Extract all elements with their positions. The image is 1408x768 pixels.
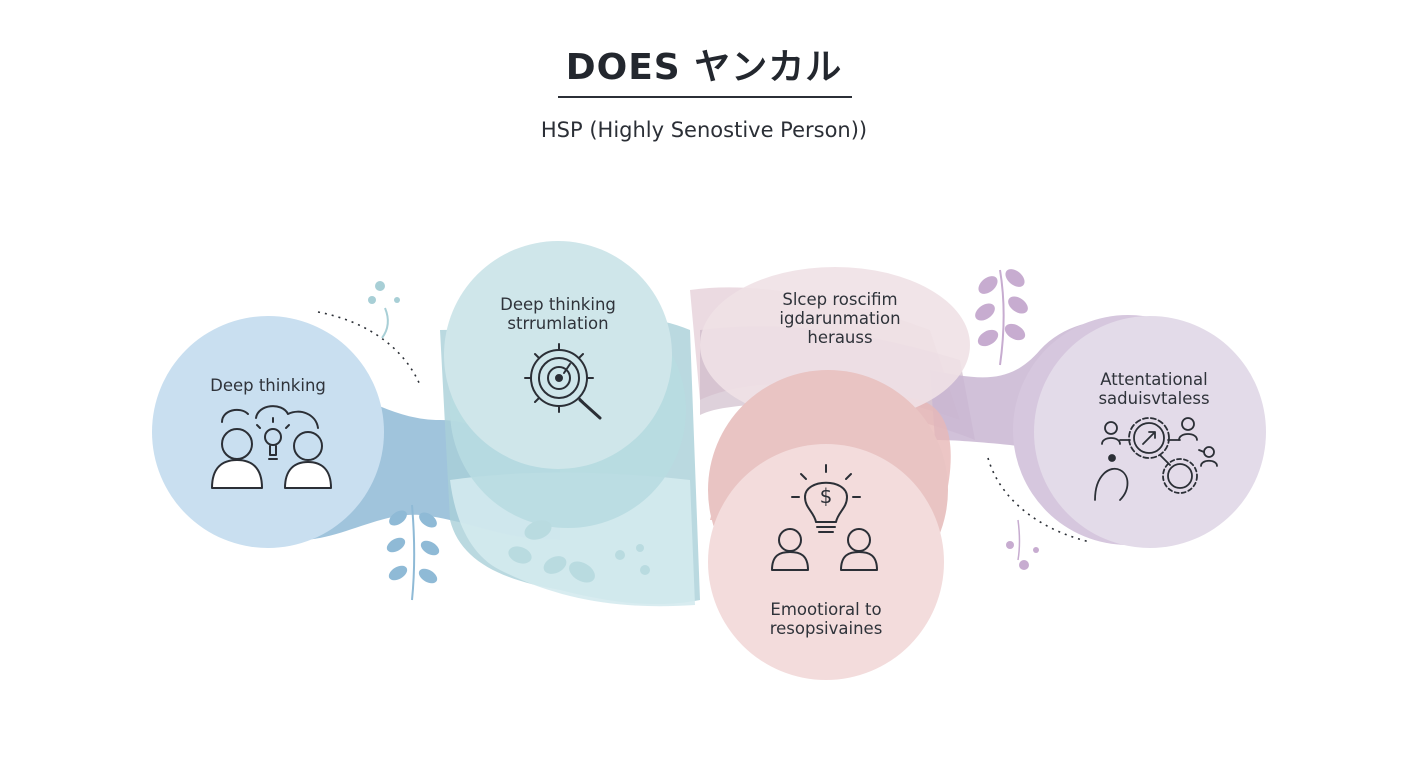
page-title: DOES ヤンカル — [565, 47, 843, 88]
lavender-dots-icon — [1006, 519, 1039, 570]
blue-leaf-sprig-icon — [386, 504, 440, 601]
dotted-arc-right — [987, 457, 1091, 543]
teal-leaves-icon — [508, 520, 650, 583]
node-5-label-line: Attentational — [1100, 370, 1208, 389]
node-2-label-line: Deep thinking — [500, 295, 616, 314]
svg-text:$: $ — [820, 484, 833, 508]
title-underline — [558, 96, 852, 98]
node-2-label: Deep thinking strrumlation — [458, 295, 658, 333]
dotted-arc-left — [317, 311, 421, 386]
node-2-shape — [444, 241, 672, 469]
node-3-shape — [700, 267, 970, 423]
node-3-label: Slcep roscifim igdarunmation herauss — [740, 290, 940, 347]
page-subtitle: HSP (Highly Senostive Person)) — [540, 118, 868, 142]
node-5-label-line: saduisvtaless — [1098, 389, 1210, 408]
two-people-lightbulb-icon — [211, 405, 332, 489]
node-1-label: Deep thinking — [168, 376, 368, 395]
node-3-label-line: Slcep roscifim — [782, 290, 898, 309]
teal-sprig-icon — [368, 281, 400, 339]
node-4-shape — [708, 444, 944, 680]
lavender-leaf-sprig-icon — [975, 269, 1028, 366]
node-3-label-line: igdarunmation — [779, 309, 901, 328]
node-1-label-line: Deep thinking — [210, 376, 326, 395]
money-lightbulb-people-icon: $ — [771, 464, 878, 571]
node-2-label-line: strrumlation — [507, 314, 609, 333]
node-3-label-line: herauss — [807, 328, 873, 347]
node-5-label: Attentational saduisvtaless — [1054, 370, 1254, 408]
node-4-label-line: resopsivaines — [769, 619, 883, 638]
network-gears-people-icon — [1094, 417, 1218, 501]
node-4-label: Emootioral to resopsivaines — [726, 600, 926, 638]
node-4-label-line: Emootioral to — [770, 600, 882, 619]
gear-magnifier-icon — [524, 343, 602, 420]
